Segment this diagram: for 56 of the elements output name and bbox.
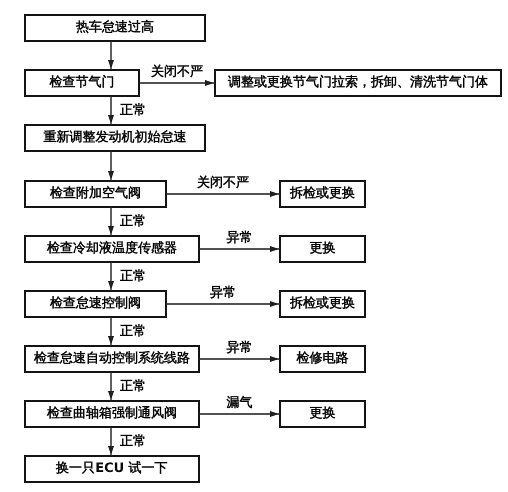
process-box — [24, 124, 206, 152]
step-text: 换一只ECU 试一下 — [56, 461, 168, 477]
step-text: 检查节气门 — [50, 75, 114, 91]
process-box — [24, 69, 140, 97]
step-text: 重新调整发动机初始怠速 — [44, 130, 186, 146]
process-box — [24, 400, 200, 428]
edge-label: 异常 — [226, 342, 252, 356]
arrow — [108, 373, 114, 400]
edge-label: 异常 — [226, 232, 252, 246]
process-box — [279, 345, 366, 373]
step-text: 检查怠速控制阀 — [50, 296, 141, 312]
edge-label: 关闭不严 — [197, 176, 249, 191]
step-text: 检查怠速自动控制系统线路 — [34, 351, 190, 367]
edge-label: 正常 — [120, 434, 146, 449]
arrow — [200, 356, 279, 362]
arrow — [200, 246, 279, 252]
step-text: 调整或更换节气门拉索，拆卸、清洗节气门体 — [228, 75, 488, 91]
step-text: 检查附加空气阀 — [50, 186, 141, 202]
edge-label: 正常 — [120, 103, 146, 118]
edge-label: 正常 — [120, 379, 146, 394]
edge-label: 关闭不严 — [151, 66, 203, 80]
process-box — [24, 345, 200, 373]
step-text: 检修电路 — [296, 351, 348, 367]
step-text: 更换 — [310, 241, 336, 257]
step-text: 检查曲轴箱强制通风阀 — [47, 406, 177, 422]
step-text: 拆检或更换 — [290, 186, 355, 202]
arrow — [108, 42, 114, 69]
arrow — [140, 80, 214, 86]
process-box — [24, 14, 206, 42]
edge-label: 正常 — [120, 214, 146, 229]
process-box — [24, 290, 167, 318]
process-box — [214, 69, 502, 97]
process-box — [279, 290, 366, 318]
edge-label: 漏气 — [226, 396, 252, 411]
arrow — [108, 97, 114, 124]
arrow — [108, 152, 114, 180]
arrow — [167, 191, 279, 197]
step-text: 拆检或更换 — [290, 296, 355, 312]
arrow — [108, 428, 114, 455]
step-text: 更换 — [310, 406, 336, 422]
arrow — [200, 411, 279, 417]
arrow — [108, 208, 114, 235]
step-text: 检查冷却液温度传感器 — [47, 241, 177, 257]
process-box — [279, 235, 366, 263]
edge-label: 异常 — [210, 286, 236, 301]
edge-label: 正常 — [120, 269, 146, 284]
process-box — [24, 180, 167, 208]
arrow — [167, 301, 279, 307]
arrow — [108, 318, 114, 345]
process-box — [279, 400, 366, 428]
process-box — [24, 455, 200, 483]
arrow — [108, 263, 114, 290]
step-text: 热车怠速过高 — [76, 20, 154, 36]
edge-label: 正常 — [120, 324, 146, 339]
process-box — [279, 180, 366, 208]
process-box — [24, 235, 200, 263]
